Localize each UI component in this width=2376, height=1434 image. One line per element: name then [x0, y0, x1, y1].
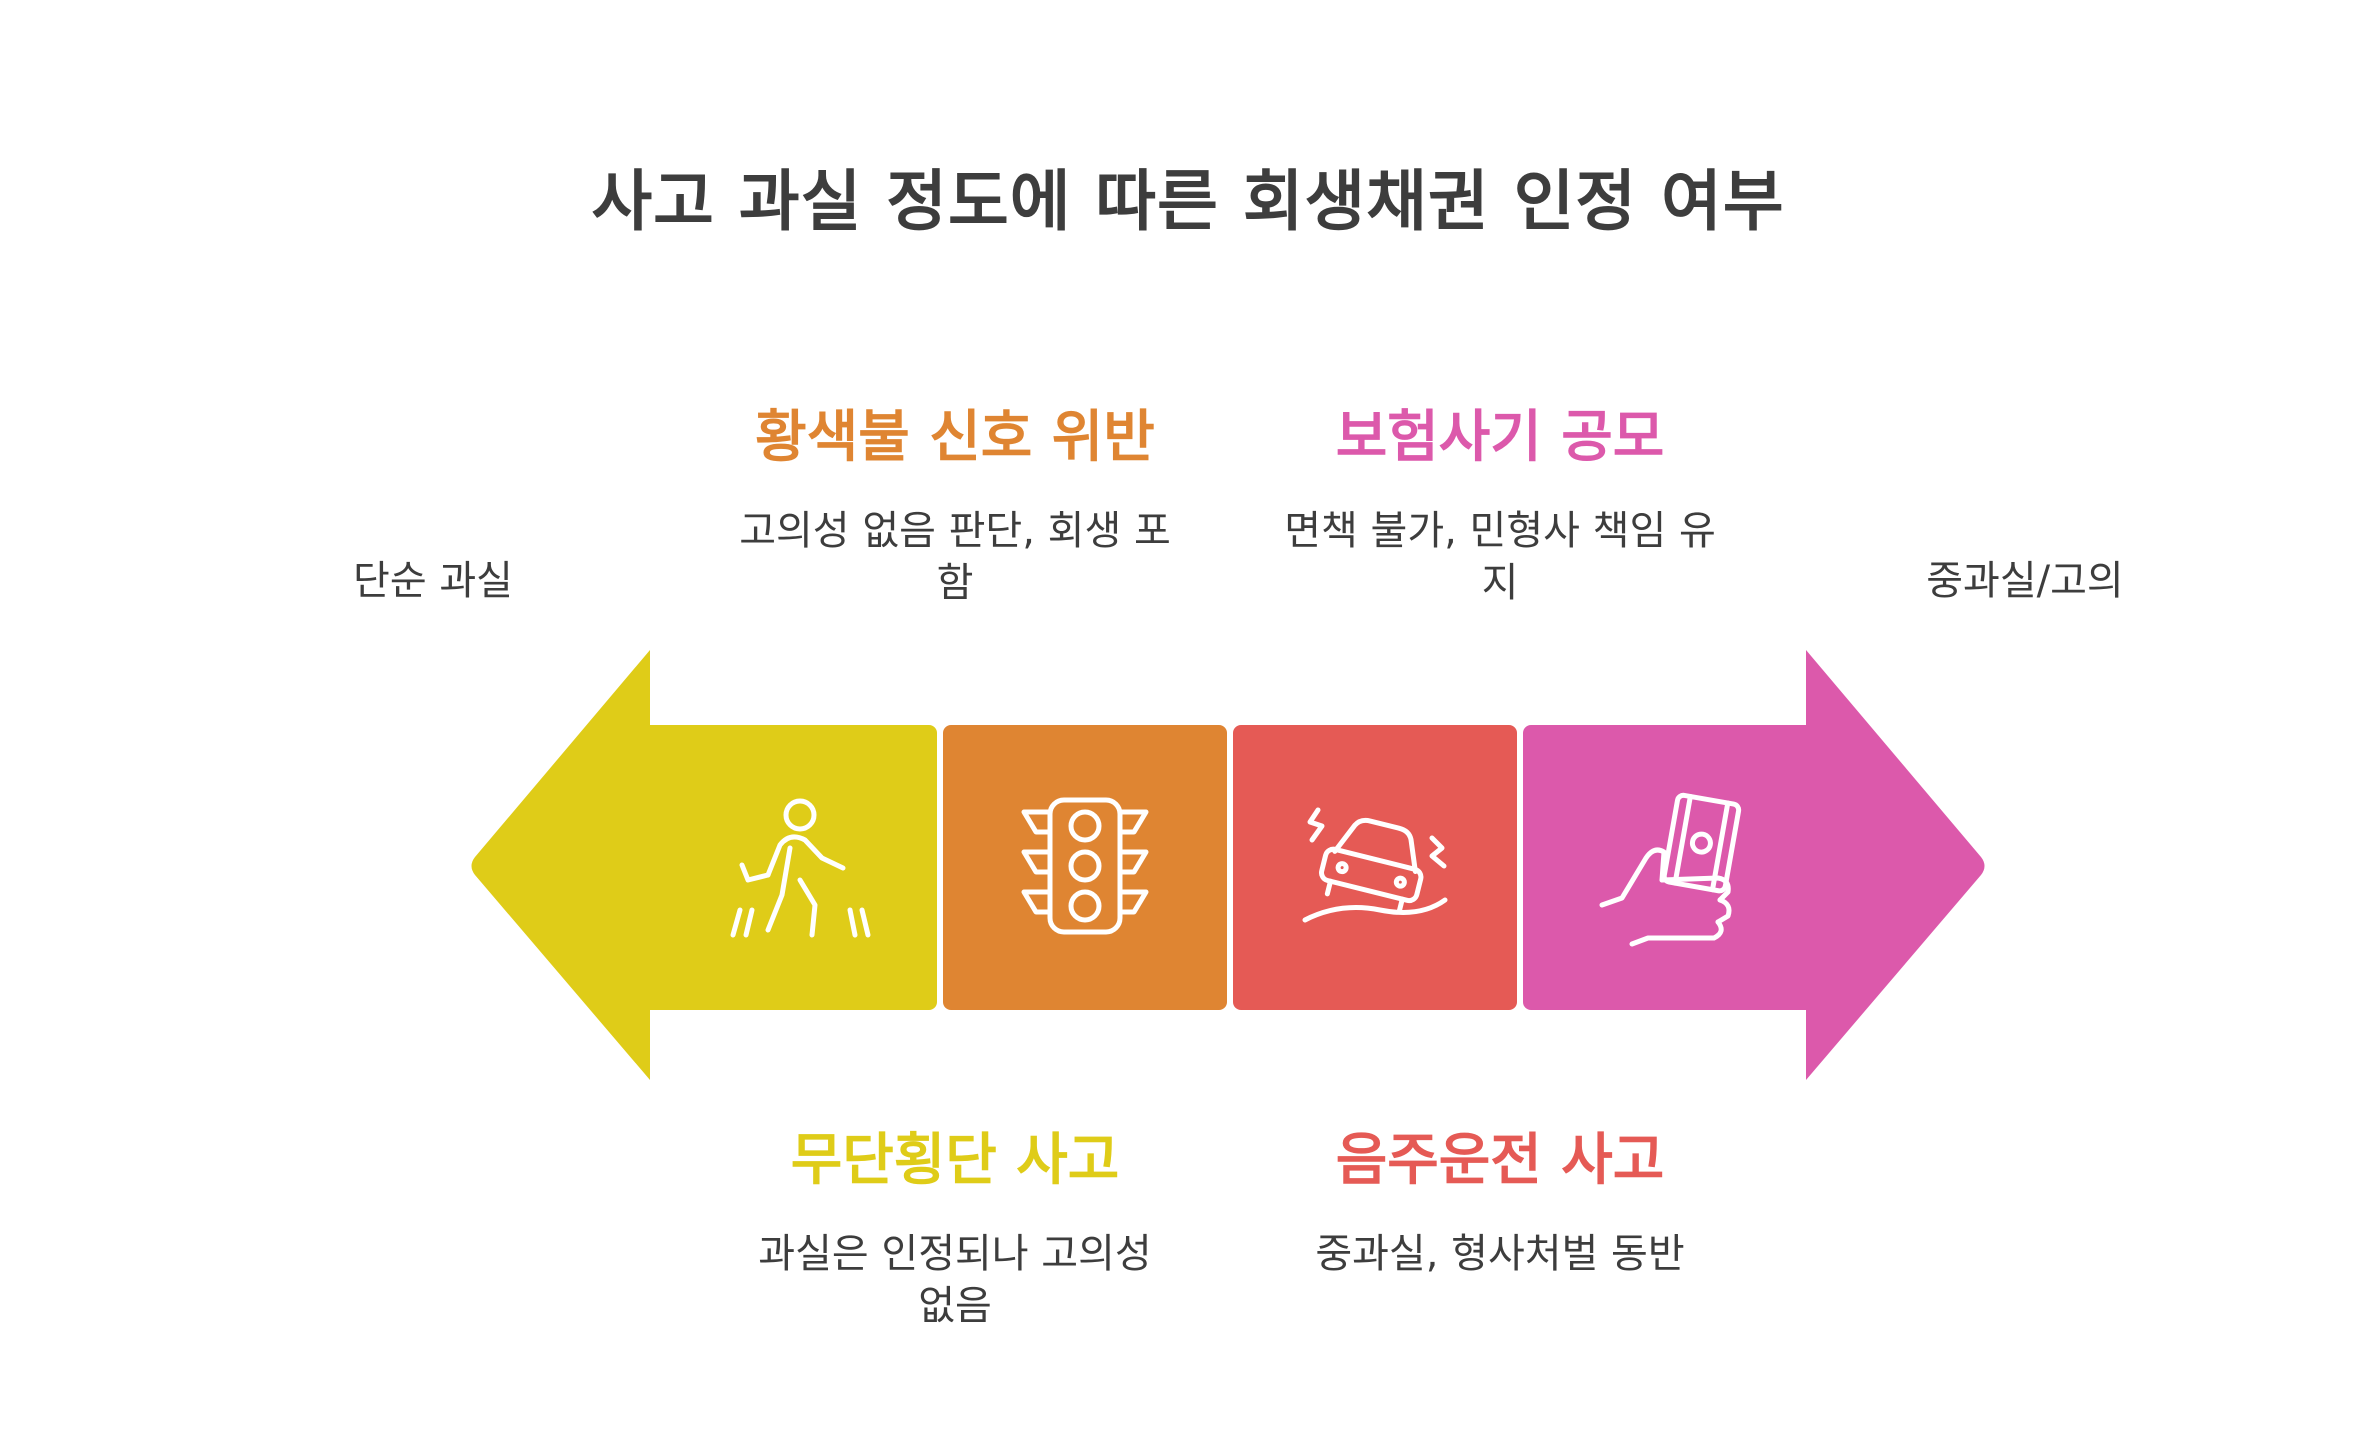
- stage-desc-yellow-light: 고의성 없음 판단, 회생 포함: [739, 508, 1171, 606]
- stage-title-insurance-fraud: 보험사기 공모: [1335, 405, 1665, 470]
- segment-drunk-driving: [1233, 725, 1517, 1010]
- segment-jaywalking: [650, 725, 937, 1010]
- segment-yellow-light: [943, 725, 1227, 1010]
- stage-title-drunk-driving: 음주운전 사고: [1335, 1128, 1665, 1193]
- pedestrian-icon: [730, 798, 871, 938]
- skidding-car-icon: [1302, 807, 1448, 923]
- right-arrowhead: [1806, 650, 1985, 1080]
- page-title: 사고 과실 정도에 따른 회생채권 인정 여부: [591, 163, 1785, 240]
- stage-desc-drunk-driving: 중과실, 형사처벌 동반: [1315, 1231, 1685, 1277]
- stage-desc-insurance-fraud: 면책 불가, 민형사 책임 유지: [1284, 508, 1716, 606]
- left-arrowhead: [471, 650, 650, 1080]
- scale-left-label: 단순 과실: [353, 558, 513, 604]
- stage-title-jaywalking: 무단횡단 사고: [790, 1128, 1120, 1193]
- hand-money-icon: [1599, 792, 1742, 947]
- traffic-light-icon: [1021, 797, 1149, 935]
- stage-title-yellow-light: 황색불 신호 위반: [755, 405, 1155, 470]
- scale-right-label: 중과실/고의: [1926, 558, 2124, 604]
- stage-desc-jaywalking: 과실은 인정되나 고의성 없음: [758, 1231, 1152, 1329]
